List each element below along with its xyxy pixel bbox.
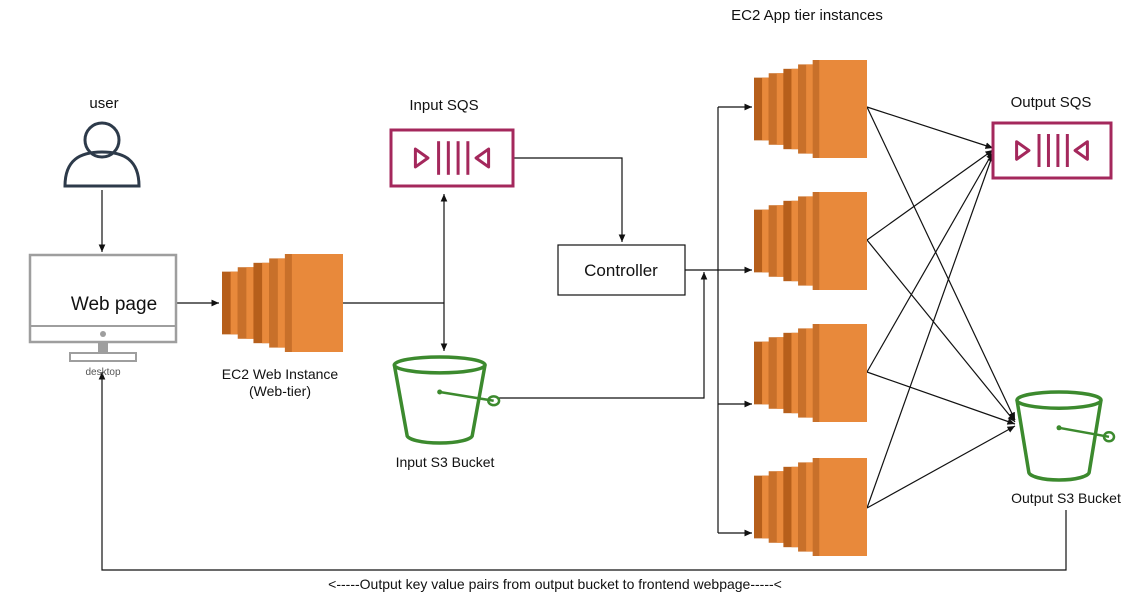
user-icon	[63, 121, 141, 188]
app-tier-title: EC2 App tier instances	[731, 7, 883, 24]
connectors	[98, 103, 1067, 571]
input-sqs-node: Input SQS	[389, 97, 515, 188]
ec2-instance-icon	[754, 60, 867, 158]
input-sqs-label: Input SQS	[409, 97, 478, 114]
edge-output-s3-to-desktop	[98, 372, 1067, 571]
edge-app4-to-out-s3	[866, 425, 1016, 509]
s3-bucket-icon	[1015, 390, 1116, 482]
s3-bucket-icon	[392, 355, 501, 445]
controller-box	[557, 244, 686, 296]
ec2-instance-icon	[754, 192, 867, 290]
edge-app3-to-out-s3	[866, 371, 1016, 425]
desktop-node: Web page desktop	[28, 253, 178, 378]
ec2-instance-icon	[754, 324, 867, 422]
edge-app2-to-out-sqs	[866, 149, 994, 241]
edge-input-s3-to-controller	[498, 272, 708, 399]
output-s3-node: Output S3 Bucket	[1011, 390, 1121, 506]
edge-app1-to-out-s3	[866, 106, 1016, 421]
sqs-queue-icon	[991, 121, 1113, 180]
controller-label: Controller	[584, 261, 658, 280]
app-tier-instance-3	[754, 324, 867, 422]
sqs-queue-icon	[389, 128, 515, 188]
ec2-web-label: EC2 Web Instance	[222, 366, 339, 382]
edge-app4-to-out-sqs	[866, 153, 994, 509]
feedback-label: <-----Output key value pairs from output…	[328, 576, 782, 592]
ec2-instance-icon	[222, 254, 343, 352]
app-tier-instance-2	[754, 192, 867, 290]
edge-app1-to-out-sqs	[866, 106, 994, 149]
webpage-label: Web page	[71, 294, 157, 315]
input-s3-label: Input S3 Bucket	[396, 454, 495, 470]
app-tier-instance-1	[754, 60, 867, 158]
edge-app3-to-out-sqs	[866, 151, 994, 373]
output-sqs-node: Output SQS	[991, 94, 1113, 180]
edge-input-sqs-to-controller	[514, 157, 626, 242]
desktop-monitor-icon	[28, 253, 178, 362]
output-sqs-label: Output SQS	[1011, 94, 1092, 111]
ec2-web-node: EC2 Web Instance (Web-tier)	[222, 254, 343, 399]
output-s3-label: Output S3 Bucket	[1011, 490, 1121, 506]
user-node: user	[63, 95, 141, 188]
desktop-label: desktop	[85, 367, 120, 378]
app-tier-instance-4	[754, 458, 867, 556]
controller-node: Controller	[557, 244, 686, 296]
input-s3-node: Input S3 Bucket	[392, 355, 501, 470]
web-tier-label: (Web-tier)	[249, 383, 311, 399]
ec2-instance-icon	[754, 458, 867, 556]
edge-app2-to-out-s3	[866, 239, 1016, 423]
user-label: user	[89, 95, 118, 112]
